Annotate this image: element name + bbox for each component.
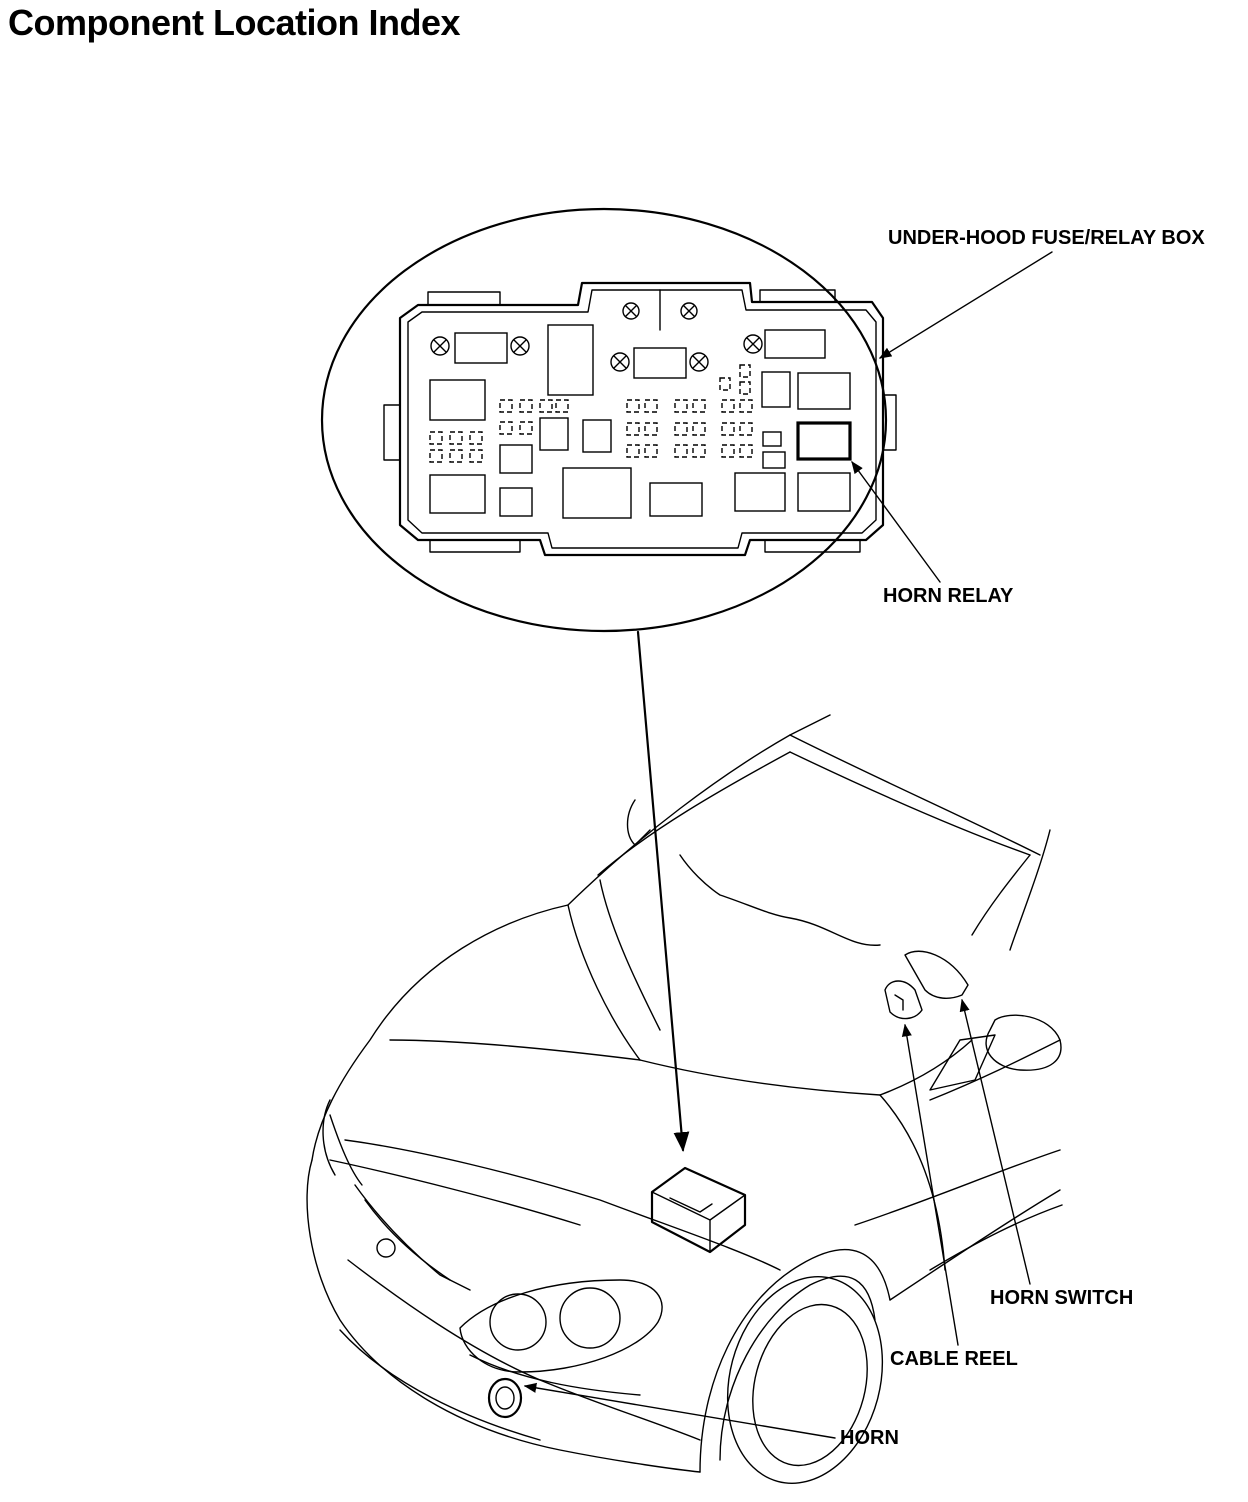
zoom-ellipse bbox=[320, 207, 888, 633]
car-illustration bbox=[306, 714, 1063, 1484]
horn-relay-block bbox=[796, 421, 852, 461]
fuse-slots bbox=[429, 364, 753, 463]
label-horn-switch: HORN SWITCH bbox=[990, 1287, 1134, 1309]
fuse-box-housing bbox=[398, 281, 885, 557]
label-cable-reel: CABLE REEL bbox=[890, 1348, 1018, 1370]
leader-lines bbox=[523, 251, 1053, 1439]
fuse-box-detail bbox=[320, 207, 897, 633]
horn-icon bbox=[487, 1377, 523, 1419]
page-title: Component Location Index bbox=[8, 2, 461, 43]
label-fuse-box: UNDER-HOOD FUSE/RELAY BOX bbox=[888, 227, 1205, 249]
label-horn: HORN bbox=[840, 1427, 899, 1449]
fuse-box-icon bbox=[650, 1166, 747, 1254]
label-horn-relay: HORN RELAY bbox=[883, 585, 1014, 607]
screw-icon bbox=[430, 302, 763, 372]
